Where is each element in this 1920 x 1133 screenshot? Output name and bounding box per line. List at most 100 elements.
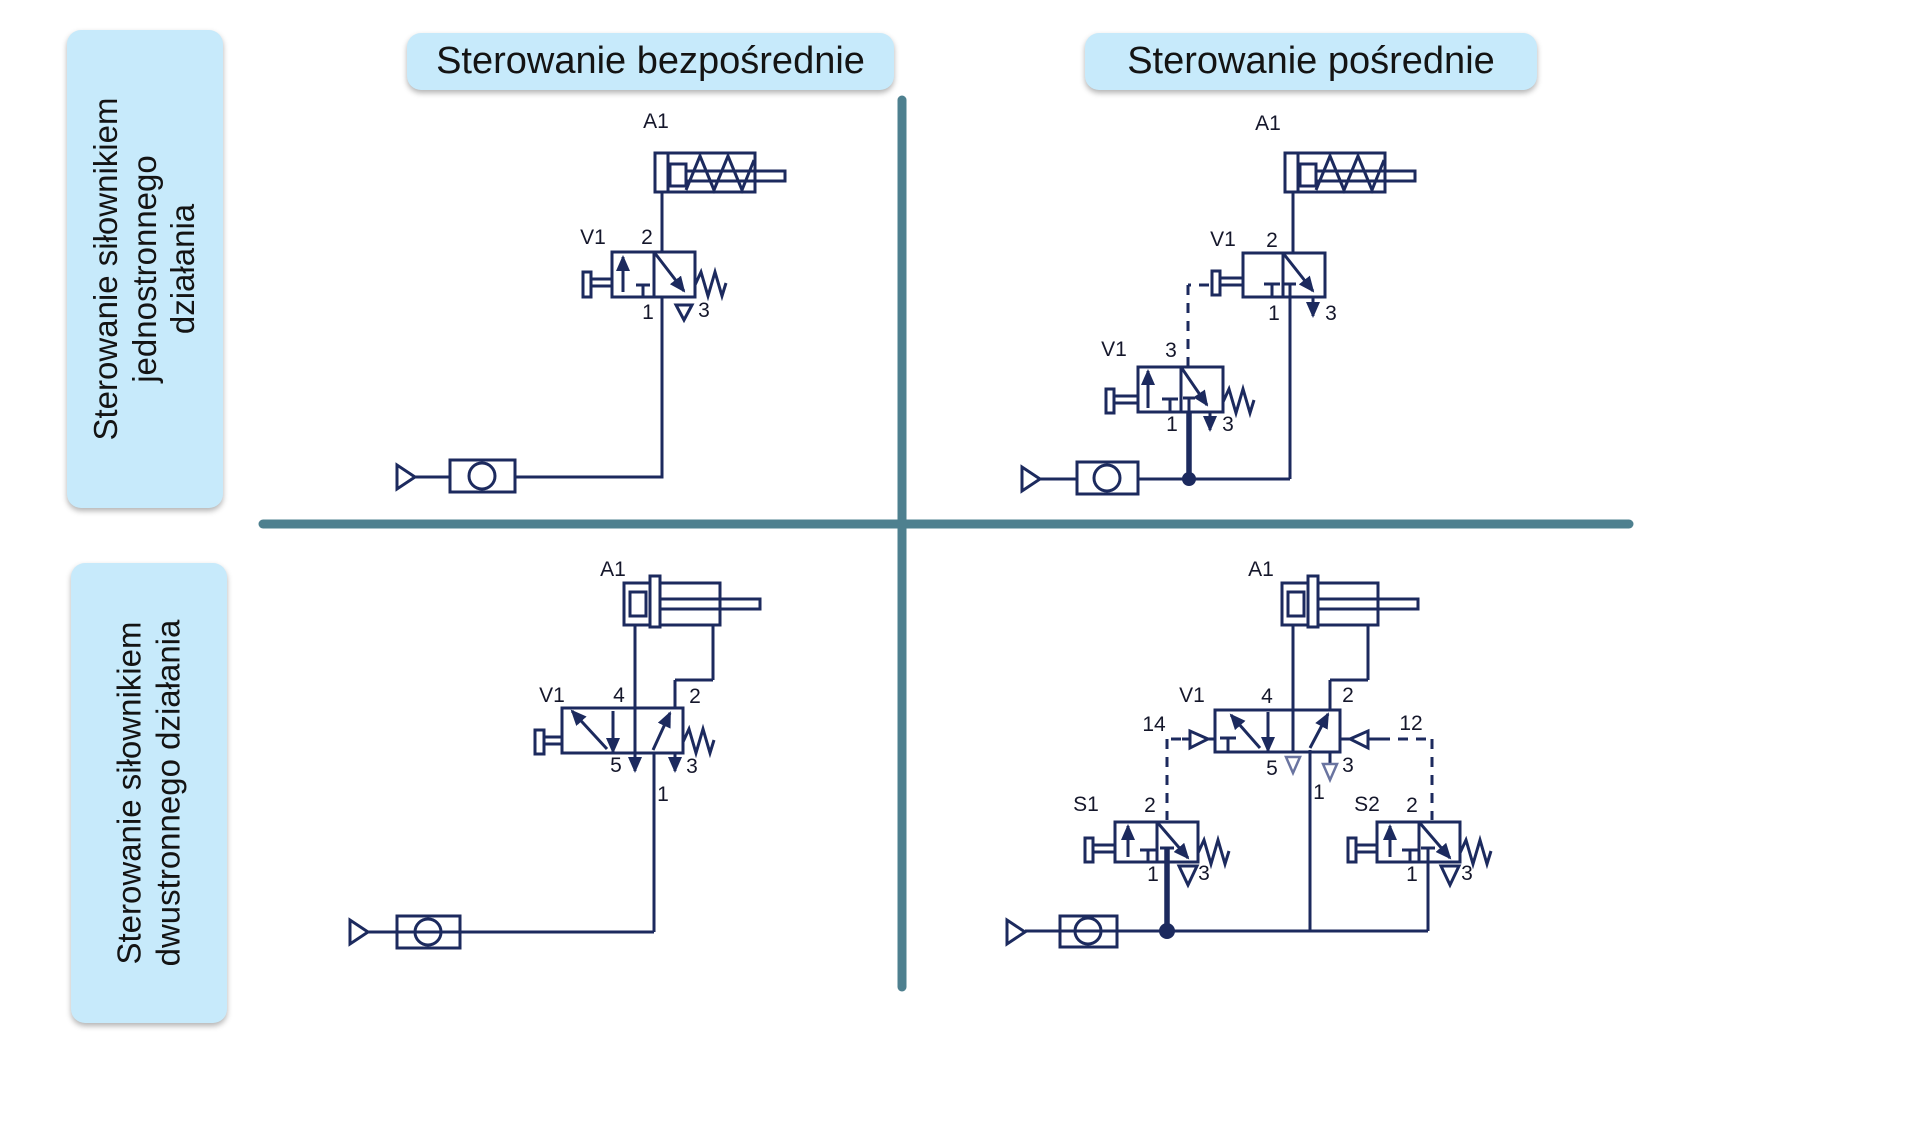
return-spring bbox=[684, 152, 756, 194]
port1-label: 1 bbox=[1268, 302, 1280, 325]
valve-spring bbox=[1221, 383, 1256, 419]
column-title-indirect-label: Sterowanie pośrednie bbox=[1127, 40, 1495, 82]
supply-to-valve-line bbox=[515, 297, 664, 479]
port2-label: 2 bbox=[641, 226, 653, 249]
pilot-actuator bbox=[1210, 269, 1222, 297]
port3-label: 3 bbox=[1325, 302, 1337, 325]
flow-arrow-up-left bbox=[570, 709, 609, 751]
flow-arrow-up-right bbox=[651, 711, 672, 751]
exhaust-triangle bbox=[1438, 864, 1462, 889]
exhaust-triangle bbox=[673, 303, 695, 324]
pilot-signal-line-12 bbox=[1380, 737, 1434, 820]
exhaust-triangle bbox=[1176, 864, 1200, 889]
service-unit-circle bbox=[1073, 916, 1103, 946]
junction-dot bbox=[1182, 472, 1196, 486]
service-unit-box bbox=[1058, 914, 1119, 949]
cylinder-label: A1 bbox=[1248, 558, 1274, 581]
port3-label: 3 bbox=[1222, 413, 1234, 436]
column-title-direct-control: Sterowanie bezpośrednie bbox=[407, 33, 894, 90]
return-spring bbox=[1314, 152, 1386, 194]
service-unit-box bbox=[1075, 460, 1140, 496]
cylinder-cushion bbox=[1286, 590, 1306, 618]
port5-label: 5 bbox=[610, 754, 622, 777]
row-label-double-acting: Sterowanie siłownikiem dwustronnego dzia… bbox=[71, 563, 227, 1023]
port2-label: 2 bbox=[1406, 794, 1418, 817]
service-unit-box bbox=[448, 458, 517, 494]
cylinder-body bbox=[622, 581, 722, 627]
air-supply bbox=[395, 297, 664, 494]
service-unit-circle bbox=[467, 461, 497, 491]
quadrant-indirect-double-acting: A1 V1 4 2 14 1 2 bbox=[1005, 558, 1493, 949]
cylinder-double-acting: A1 bbox=[600, 558, 762, 708]
pilot-signal-line-14 bbox=[1165, 737, 1181, 820]
port2-label: 2 bbox=[1266, 229, 1278, 252]
port2-label: 2 bbox=[689, 685, 701, 708]
flow-arrow-up-right bbox=[1308, 712, 1330, 749]
exhaust-triangle-3 bbox=[1321, 762, 1339, 784]
supply-to-valve-line bbox=[368, 753, 656, 934]
valve-label: V1 bbox=[580, 226, 606, 249]
valve-5-2-double-pilot: V1 4 2 14 12 5 3 1 bbox=[1142, 684, 1422, 804]
cylinder-single-acting: A1 bbox=[1255, 112, 1417, 253]
valve-3-2-button-s1: S1 2 1 3 bbox=[1073, 793, 1231, 889]
valve-3-2-button-pilot-sender: V1 3 1 3 bbox=[1101, 338, 1256, 436]
exhaust-path-arrow bbox=[1281, 252, 1315, 293]
supply-source-triangle bbox=[1020, 464, 1043, 494]
supply-source-triangle bbox=[395, 462, 418, 492]
service-unit-box bbox=[395, 914, 462, 950]
push-button bbox=[1083, 836, 1095, 864]
valve-label: V1 bbox=[1179, 684, 1205, 707]
port1-label: 1 bbox=[642, 301, 654, 324]
junction-dot bbox=[1159, 923, 1175, 939]
port1-label: 1 bbox=[1147, 863, 1159, 886]
push-button bbox=[581, 270, 593, 299]
port3-label: 3 bbox=[1198, 862, 1210, 885]
column-title-indirect-control: Sterowanie pośrednie bbox=[1085, 33, 1537, 90]
port4-label: 4 bbox=[1261, 685, 1273, 708]
cylinder-label: A1 bbox=[643, 110, 669, 133]
cylinder-single-acting: A1 bbox=[643, 110, 787, 252]
port-top-label: 3 bbox=[1165, 339, 1177, 362]
quadrant-direct-single-acting: A1 V1 2 1 3 bbox=[395, 110, 787, 494]
piston-rod bbox=[1316, 597, 1420, 611]
pilot-triangle-12 bbox=[1346, 728, 1370, 751]
service-unit-circle bbox=[1092, 463, 1122, 493]
cylinder-port-lines bbox=[1291, 625, 1370, 710]
air-supply bbox=[1005, 750, 1430, 949]
port14-label: 14 bbox=[1142, 713, 1166, 736]
push-button bbox=[533, 728, 546, 756]
push-button bbox=[1346, 836, 1358, 864]
port1-label: 1 bbox=[1166, 413, 1178, 436]
supply-to-valve-line bbox=[1138, 297, 1292, 481]
port2-label: 2 bbox=[1342, 684, 1354, 707]
push-button bbox=[1104, 387, 1116, 415]
cylinder-piston bbox=[668, 162, 688, 188]
port1-label: 1 bbox=[1406, 863, 1418, 886]
valve-label: V1 bbox=[539, 684, 565, 707]
port1-label: 1 bbox=[1313, 781, 1325, 804]
cylinder-port-lines bbox=[633, 625, 715, 708]
exhaust-path-arrow bbox=[652, 251, 686, 293]
air-supply bbox=[348, 753, 656, 950]
port1-label: 1 bbox=[657, 783, 669, 806]
exhaust-triangle-5 bbox=[1284, 755, 1302, 777]
valve-3-2-button-s2: S2 2 1 3 bbox=[1346, 793, 1493, 889]
exhaust-path-arrow bbox=[1155, 821, 1190, 860]
valve-spring bbox=[1458, 834, 1493, 870]
valve-label: S2 bbox=[1354, 793, 1380, 816]
column-title-direct-label: Sterowanie bezpośrednie bbox=[436, 40, 865, 82]
service-unit-circle bbox=[413, 917, 443, 947]
cylinder-cushion bbox=[628, 590, 648, 618]
port3-label: 3 bbox=[1342, 754, 1354, 777]
piston-rod bbox=[658, 597, 762, 611]
exhaust-path-arrow bbox=[1179, 366, 1209, 407]
cylinder-piston bbox=[1298, 162, 1318, 188]
supply-source-triangle bbox=[1005, 917, 1028, 947]
air-supply bbox=[1020, 297, 1292, 496]
pilot-triangle-14 bbox=[1188, 728, 1212, 751]
valve-label: S1 bbox=[1073, 793, 1099, 816]
cylinder-label: A1 bbox=[1255, 112, 1281, 135]
valve-label: V1 bbox=[1101, 338, 1127, 361]
valve-spring bbox=[681, 723, 716, 759]
